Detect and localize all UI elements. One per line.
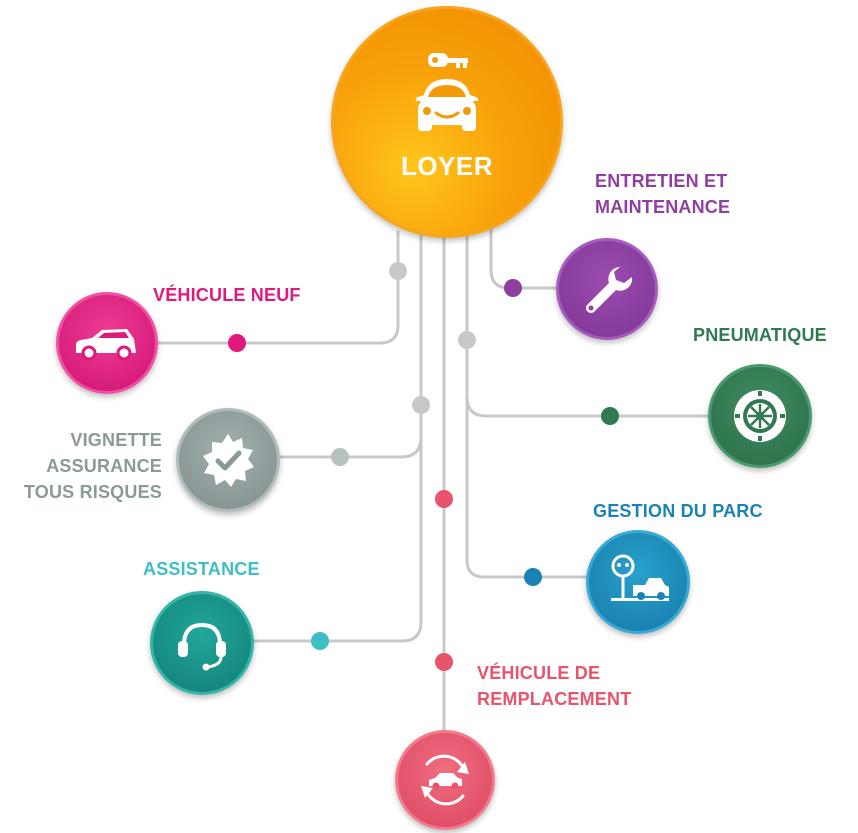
badge-check-icon	[203, 434, 254, 487]
connector-dot-gestion	[524, 568, 542, 586]
car-key-icon	[415, 53, 479, 131]
node-gestion	[586, 530, 690, 634]
connector-dot	[458, 331, 476, 349]
label-remplacement: VÉHICULE DE REMPLACEMENT	[477, 660, 631, 712]
car-swap-icon	[421, 754, 469, 806]
label-vignette: VIGNETTE ASSURANCE TOUS RISQUES	[0, 427, 162, 505]
label-line: GESTION DU PARC	[593, 501, 763, 521]
connector-dot-pneumatique	[601, 407, 619, 425]
label-line: VIGNETTE	[70, 430, 162, 450]
label-line: ASSISTANCE	[143, 559, 260, 579]
label-pneumatique: PNEUMATIQUE	[693, 322, 827, 348]
node-neuf	[56, 292, 158, 394]
headset-icon	[178, 622, 226, 671]
connector-dot-vignette	[331, 448, 349, 466]
node-vignette	[176, 408, 280, 512]
connector-entretien	[489, 226, 560, 290]
label-assistance: ASSISTANCE	[143, 556, 260, 582]
connector-dot-assistance	[311, 632, 329, 650]
connector-assistance	[251, 435, 423, 643]
connector-dot	[389, 262, 407, 280]
tire-icon	[734, 390, 786, 442]
label-gestion: GESTION DU PARC	[593, 498, 763, 524]
center-label: LOYER	[400, 151, 494, 181]
label-line: MAINTENANCE	[595, 197, 731, 217]
label-line: VÉHICULE DE	[477, 663, 601, 683]
connector-dot-entretien	[504, 279, 522, 297]
connector-gestion	[465, 234, 590, 579]
label-line: PNEUMATIQUE	[693, 325, 827, 345]
car-icon	[76, 329, 136, 361]
label-line: REMPLACEMENT	[477, 689, 632, 709]
label-neuf: VÉHICULE NEUF	[153, 282, 301, 308]
connector-dot-remplacement	[435, 653, 453, 671]
node-entretien	[556, 238, 658, 340]
wrench-icon	[586, 266, 633, 313]
connector-dot	[412, 396, 430, 414]
node-remplacement	[395, 730, 495, 830]
label-line: ENTRETIEN ET	[595, 171, 728, 191]
node-pneumatique	[708, 364, 812, 468]
parking-car-icon	[611, 554, 669, 601]
connector-neuf	[156, 230, 400, 345]
connector-dot-neuf	[228, 334, 246, 352]
center-node: LOYER	[331, 6, 563, 238]
label-line: VÉHICULE NEUF	[153, 285, 301, 305]
connector-dot-remplacement	[435, 490, 453, 508]
label-line: ASSURANCE	[46, 456, 162, 476]
label-line: TOUS RISQUES	[23, 482, 162, 502]
node-assistance	[150, 591, 254, 695]
label-entretien: ENTRETIEN ET MAINTENANCE	[595, 168, 730, 220]
connector-pneumatique	[465, 338, 712, 418]
